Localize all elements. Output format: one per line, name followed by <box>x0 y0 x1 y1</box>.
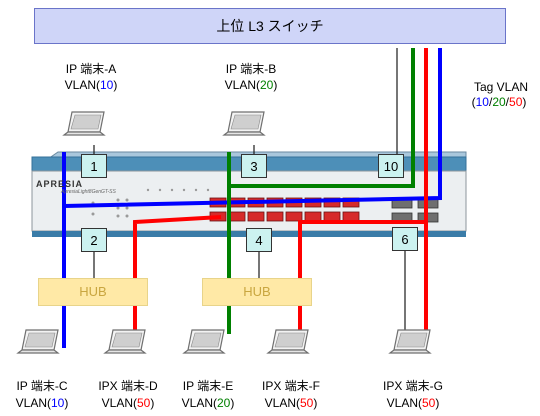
port-box-3: 3 <box>241 154 267 178</box>
host-c-name: IP 端末-C <box>16 379 68 393</box>
host-d-vlan: VLAN(50) <box>101 396 155 410</box>
host-b-name: IP 端末-B <box>225 62 277 76</box>
l3-switch-banner: 上位 L3 スイッチ <box>34 8 506 44</box>
host-g-vlan: VLAN(50) <box>386 396 440 410</box>
host-d-name: IPX 端末-D <box>98 379 158 393</box>
port-box-4: 4 <box>246 228 272 252</box>
host-e-name: IP 端末-E <box>182 379 234 393</box>
laptop-icon-f <box>267 329 309 354</box>
laptop-icon-g <box>389 329 431 354</box>
host-a-vlan: VLAN(10) <box>64 78 118 92</box>
host-a-name: IP 端末-A <box>65 62 117 76</box>
host-f-name: IPX 端末-F <box>261 379 320 393</box>
host-e-vlan: VLAN(20) <box>181 396 235 410</box>
switch-brand: APRESIA <box>36 179 84 189</box>
hub-right: HUB <box>202 278 312 306</box>
laptop-icon-d <box>104 329 146 354</box>
laptop-icon-c <box>17 329 59 354</box>
port-box-1: 1 <box>81 154 107 178</box>
host-f-vlan: VLAN(50) <box>264 396 318 410</box>
port-box-10: 10 <box>378 154 404 178</box>
hub-left: HUB <box>38 278 148 306</box>
tag-vlan-title: Tag VLAN <box>473 80 529 94</box>
laptop-icon-e <box>183 329 225 354</box>
laptop-icon-b <box>223 111 265 136</box>
port-box-2: 2 <box>81 228 107 252</box>
vlan10-path <box>62 48 442 348</box>
host-g-name: IPX 端末-G <box>382 379 443 393</box>
switch-model: ApresiaLight8GenGT-SS <box>61 189 116 195</box>
tag-vlan-ids: (10/20/50) <box>471 95 527 109</box>
port-box-6: 6 <box>392 227 418 251</box>
laptop-icon-a <box>63 111 105 136</box>
host-c-vlan: VLAN(10) <box>15 396 69 410</box>
host-b-vlan: VLAN(20) <box>224 78 278 92</box>
